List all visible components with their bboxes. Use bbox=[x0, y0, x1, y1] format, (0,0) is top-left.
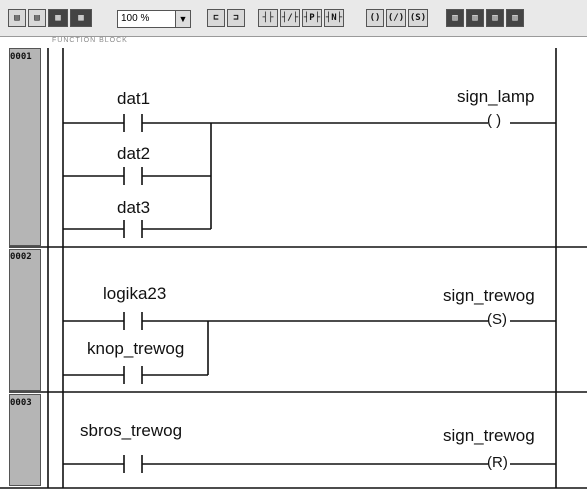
coil-reset-symbol[interactable]: (R) bbox=[487, 454, 508, 471]
coil-symbol[interactable]: ( ) bbox=[487, 112, 502, 129]
rung-gutter-2[interactable] bbox=[9, 249, 41, 391]
coil-set-symbol[interactable]: (S) bbox=[487, 311, 507, 328]
rung-gutter-1[interactable] bbox=[9, 48, 41, 246]
copy-icon[interactable]: ▤ bbox=[28, 9, 46, 27]
block-title: FUNCTION BLOCK bbox=[52, 37, 128, 44]
toolbar: ▤ ▤ ▦ ▦ 100 % ▼ ⊏ ⊐ ┤├ ┤/├ ┤P├ ┤N├ () (/… bbox=[0, 0, 587, 37]
rung-insert-icon[interactable]: ⊏ bbox=[207, 9, 225, 27]
delete-icon[interactable]: ▦ bbox=[70, 9, 92, 27]
cut-icon[interactable]: ▤ bbox=[8, 9, 26, 27]
block-call-icon[interactable]: ▥ bbox=[466, 9, 484, 27]
rung-delete-icon[interactable]: ⊐ bbox=[227, 9, 245, 27]
chevron-down-icon[interactable]: ▼ bbox=[175, 11, 190, 27]
coil-label-sign-lamp[interactable]: sign_lamp bbox=[457, 87, 535, 106]
coil-neg-icon[interactable]: (/) bbox=[386, 9, 406, 27]
jump-icon[interactable]: ▥ bbox=[486, 9, 504, 27]
contact-label-dat2[interactable]: dat2 bbox=[117, 144, 151, 163]
contact-label-dat1[interactable]: dat1 bbox=[117, 89, 151, 108]
contact-label-logika23[interactable]: logika23 bbox=[103, 284, 167, 303]
return-icon[interactable]: ▥ bbox=[506, 9, 524, 27]
coil-icon[interactable]: () bbox=[366, 9, 384, 27]
contact-label-knop-trewog[interactable]: knop_trewog bbox=[87, 339, 185, 358]
contact-n-icon[interactable]: ┤N├ bbox=[324, 9, 344, 27]
block-icon[interactable]: ▥ bbox=[446, 9, 464, 27]
coil-set-icon[interactable]: (S) bbox=[408, 9, 428, 27]
contact-p-icon[interactable]: ┤P├ bbox=[302, 9, 322, 27]
rung-number-3: 0003 bbox=[10, 398, 32, 408]
zoom-value: 100 % bbox=[121, 13, 150, 24]
contact-no-icon[interactable]: ┤├ bbox=[258, 9, 278, 27]
coil-label-sign-trewog-set[interactable]: sign_trewog bbox=[443, 286, 535, 305]
rung-number-2: 0002 bbox=[10, 252, 32, 262]
contact-nc-icon[interactable]: ┤/├ bbox=[280, 9, 300, 27]
coil-label-sign-trewog-reset[interactable]: sign_trewog bbox=[443, 426, 535, 445]
paste-icon[interactable]: ▦ bbox=[48, 9, 68, 27]
zoom-select[interactable]: 100 % ▼ bbox=[117, 10, 191, 28]
contact-label-dat3[interactable]: dat3 bbox=[117, 198, 151, 217]
rung-number-1: 0001 bbox=[10, 52, 32, 62]
contact-label-sbros-trewog[interactable]: sbros_trewog bbox=[80, 421, 183, 440]
rung-gutter-3[interactable] bbox=[9, 394, 41, 486]
